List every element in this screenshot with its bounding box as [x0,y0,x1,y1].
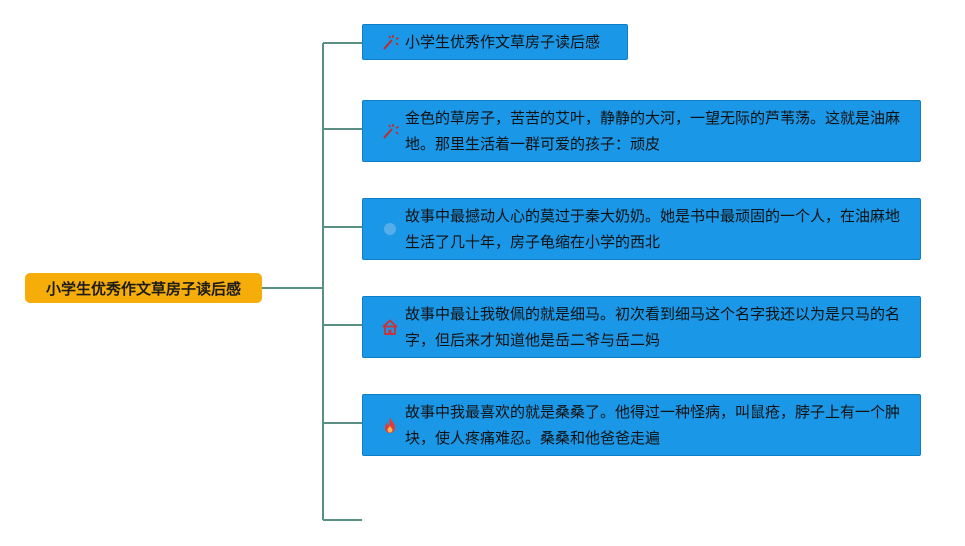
root-topic-label: 小学生优秀作文草房子读后感 [45,279,241,298]
fireworks-icon [383,124,399,139]
fireworks-icon [383,35,399,50]
light-dot-icon [384,223,396,235]
topic-node-2[interactable]: 金色的草房子，苦苦的艾叶，静静的大河，一望无际的芦苇荡。这就是油麻地。那里生活着… [362,100,921,162]
topic-node-4-text: 故事中最让我敬佩的就是细马。初次看到细马这个名字我还以为是只马的名字，但后来才知… [405,305,901,349]
flame-icon [385,417,395,433]
topic-node-5-text: 故事中我最喜欢的就是桑桑了。他得过一种怪病，叫鼠疮，脖子上有一个肿块，使人疼痛难… [405,403,901,447]
topic-node-5[interactable]: 故事中我最喜欢的就是桑桑了。他得过一种怪病，叫鼠疮，脖子上有一个肿块，使人疼痛难… [362,394,921,456]
topic-node-3-text: 故事中最撼动人心的莫过于秦大奶奶。她是书中最顽固的一个人，在油麻地生活了几十年，… [405,207,901,251]
topic-node-1[interactable]: 小学生优秀作文草房子读后感 [362,24,628,60]
root-topic[interactable]: 小学生优秀作文草房子读后感 [25,273,262,303]
topic-node-2-text: 金色的草房子，苦苦的艾叶，静静的大河，一望无际的芦苇荡。这就是油麻地。那里生活着… [405,109,901,153]
topic-node-1-text: 小学生优秀作文草房子读后感 [405,33,601,51]
house-icon [382,319,398,335]
topic-node-4[interactable]: 故事中最让我敬佩的就是细马。初次看到细马这个名字我还以为是只马的名字，但后来才知… [362,296,921,358]
topic-node-3[interactable]: 故事中最撼动人心的莫过于秦大奶奶。她是书中最顽固的一个人，在油麻地生活了几十年，… [362,198,921,260]
